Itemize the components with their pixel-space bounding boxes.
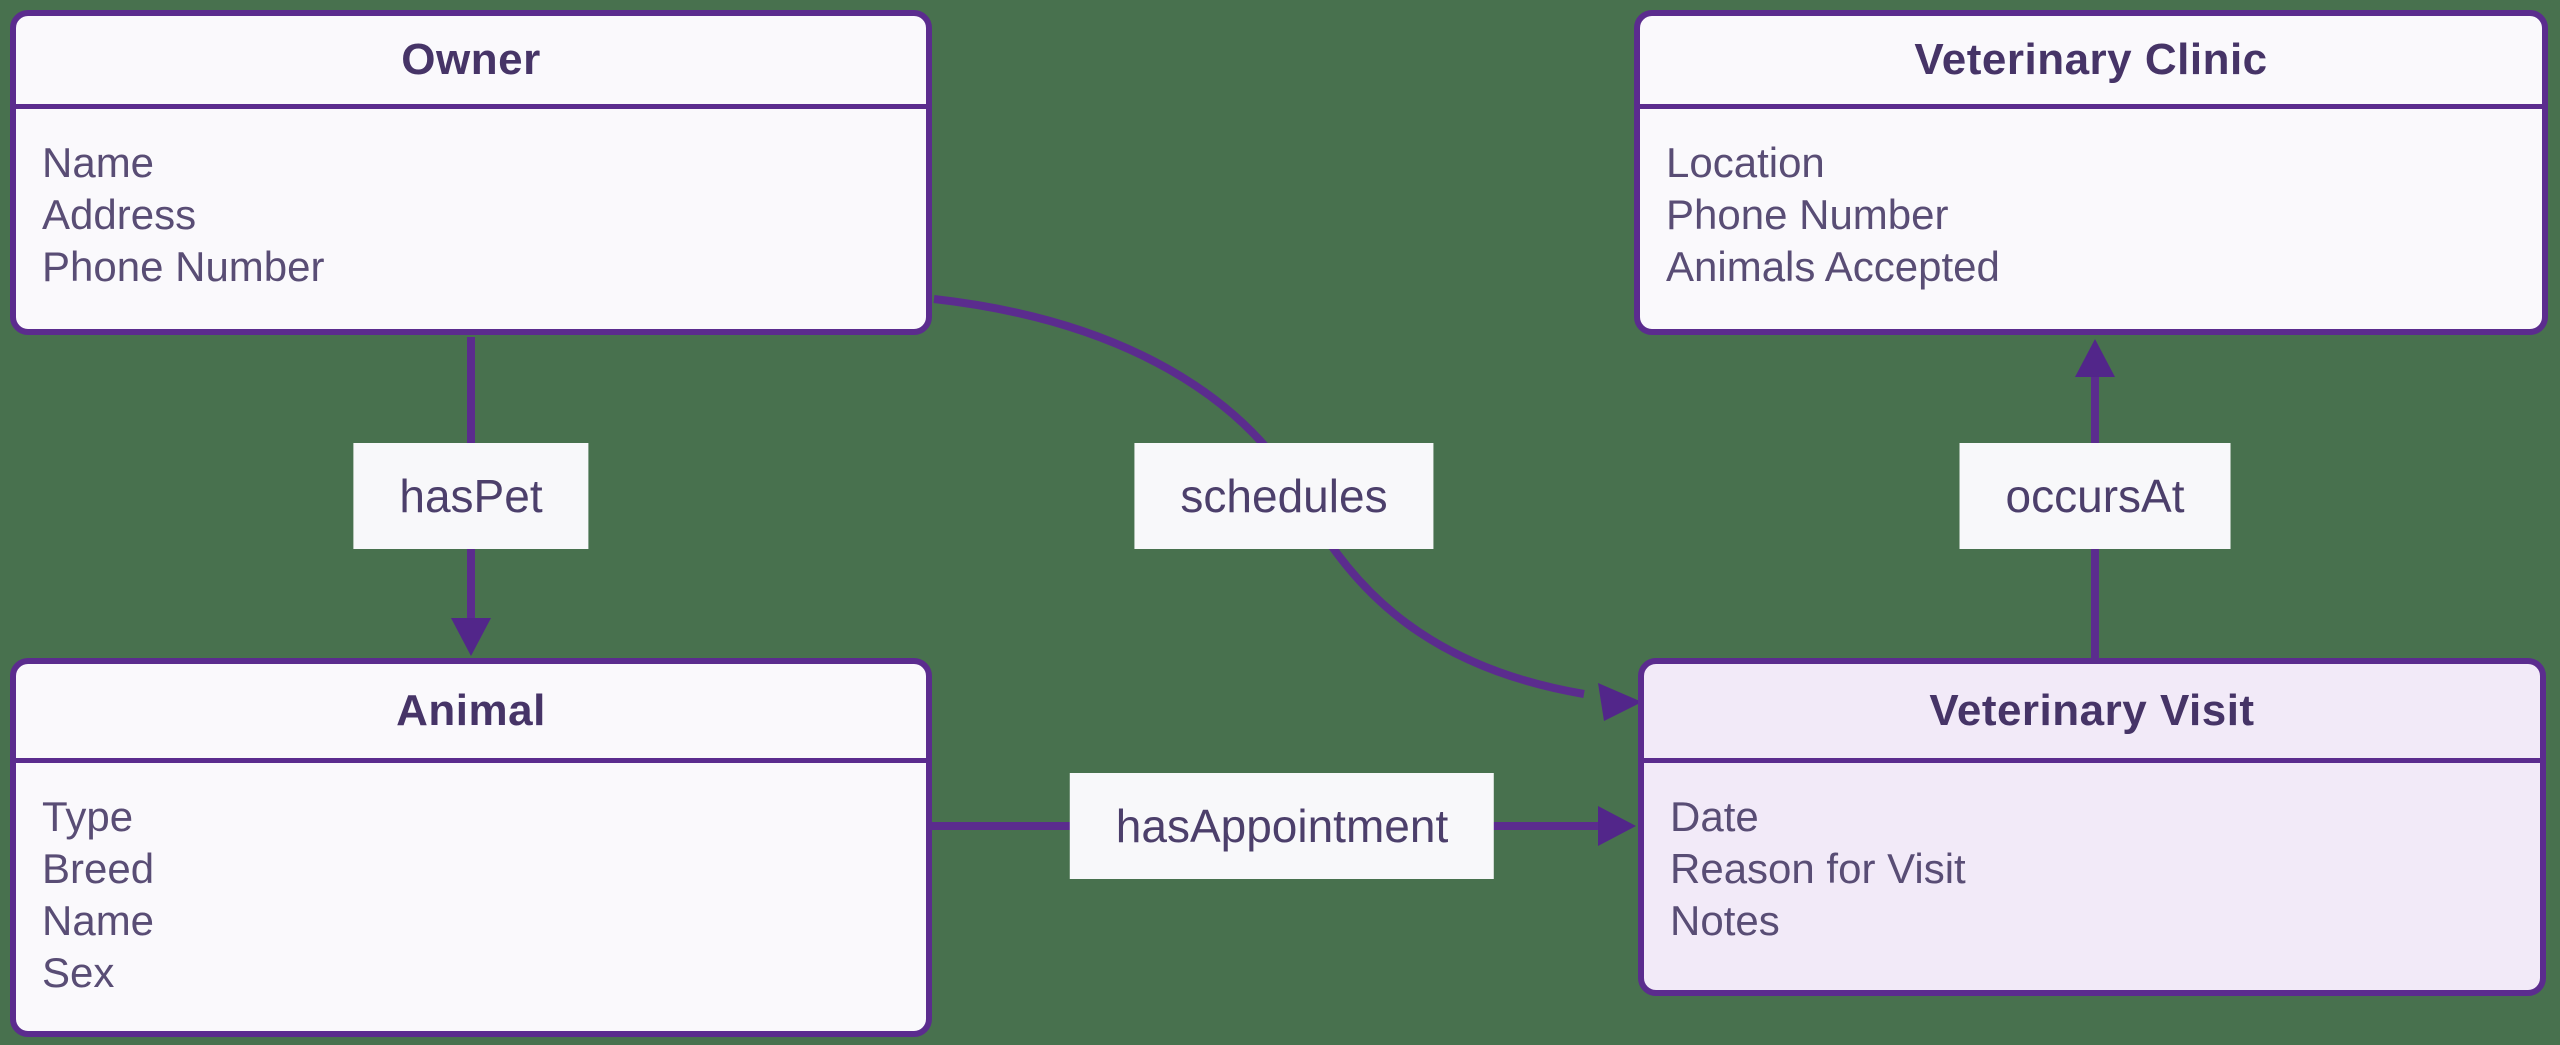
attribute: Sex — [42, 949, 115, 996]
attribute: Name — [42, 139, 155, 186]
relationship-label-hasappointment: hasAppointment — [1069, 773, 1495, 879]
entity-animal: Animal Type Breed Name Sex — [10, 658, 932, 1037]
attribute: Reason for Visit — [1670, 845, 1966, 892]
entity-veterinary-visit-title: Veterinary Visit — [1929, 686, 2255, 735]
entity-animal-attributes: Type Breed Name Sex — [16, 763, 926, 1015]
attribute: Phone Number — [1666, 191, 1949, 238]
entity-owner-header: Owner — [16, 16, 926, 109]
attribute: Address — [42, 191, 197, 238]
entity-veterinary-visit-attributes: Date Reason for Visit Notes — [1644, 763, 2540, 963]
entity-veterinary-clinic-header: Veterinary Clinic — [1640, 16, 2542, 109]
entity-owner: Owner Name Address Phone Number — [10, 10, 932, 335]
attribute: Type — [42, 793, 134, 840]
entity-veterinary-clinic: Veterinary Clinic Location Phone Number … — [1634, 10, 2548, 335]
entity-veterinary-visit-header: Veterinary Visit — [1644, 664, 2540, 763]
attribute: Breed — [42, 845, 155, 892]
attribute: Animals Accepted — [1666, 243, 2000, 290]
edge-hasappointment-arrowhead — [1598, 806, 1636, 846]
entity-animal-header: Animal — [16, 664, 926, 763]
attribute: Location — [1666, 139, 1825, 186]
entity-owner-attributes: Name Address Phone Number — [16, 109, 926, 309]
attribute: Notes — [1670, 897, 1780, 944]
entity-veterinary-clinic-attributes: Location Phone Number Animals Accepted — [1640, 109, 2542, 309]
edge-haspet-arrowhead — [451, 618, 491, 656]
relationship-label-schedules: schedules — [1134, 443, 1434, 549]
entity-veterinary-visit: Veterinary Visit Date Reason for Visit N… — [1638, 658, 2546, 996]
edge-schedules-arrowhead — [1598, 683, 1642, 721]
attribute: Phone Number — [42, 243, 325, 290]
entity-owner-title: Owner — [401, 35, 541, 84]
attribute: Date — [1670, 793, 1759, 840]
entity-veterinary-clinic-title: Veterinary Clinic — [1914, 35, 2268, 84]
entity-animal-title: Animal — [396, 686, 546, 735]
relationship-label-haspet: hasPet — [353, 443, 589, 549]
edge-occursat-arrowhead — [2075, 339, 2115, 377]
attribute: Name — [42, 897, 155, 944]
relationship-label-occursat: occursAt — [1959, 443, 2231, 549]
